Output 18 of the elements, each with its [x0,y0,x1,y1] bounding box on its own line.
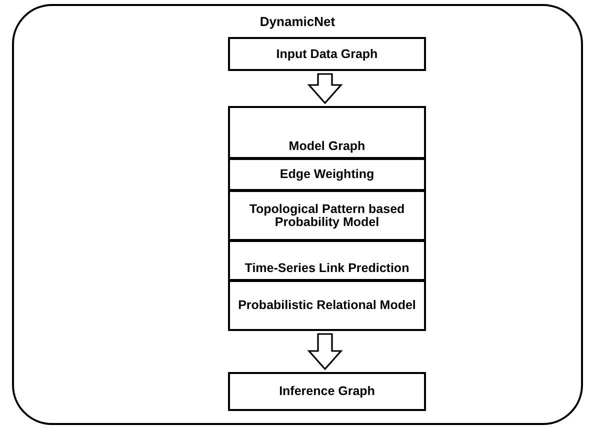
process-box [228,240,426,281]
box-label: Topological Pattern based Probability Model [248,202,406,228]
process-box [228,158,426,191]
process-box [228,37,426,71]
block-arrow [307,73,343,104]
process-box [228,106,426,159]
system-container [12,4,583,425]
block-arrow [307,333,343,370]
box-label: Time-Series Link Prediction [244,262,410,275]
box-label: Inference Graph [279,385,375,398]
process-box [228,280,426,331]
container-title: DynamicNet [260,13,336,31]
process-box [228,190,426,241]
box-label: Edge Weighting [280,168,374,181]
process-box [228,372,426,411]
box-label: Probabilistic Relational Model [238,299,416,312]
box-label: Input Data Graph [276,48,378,60]
box-label: Model Graph [288,140,366,153]
